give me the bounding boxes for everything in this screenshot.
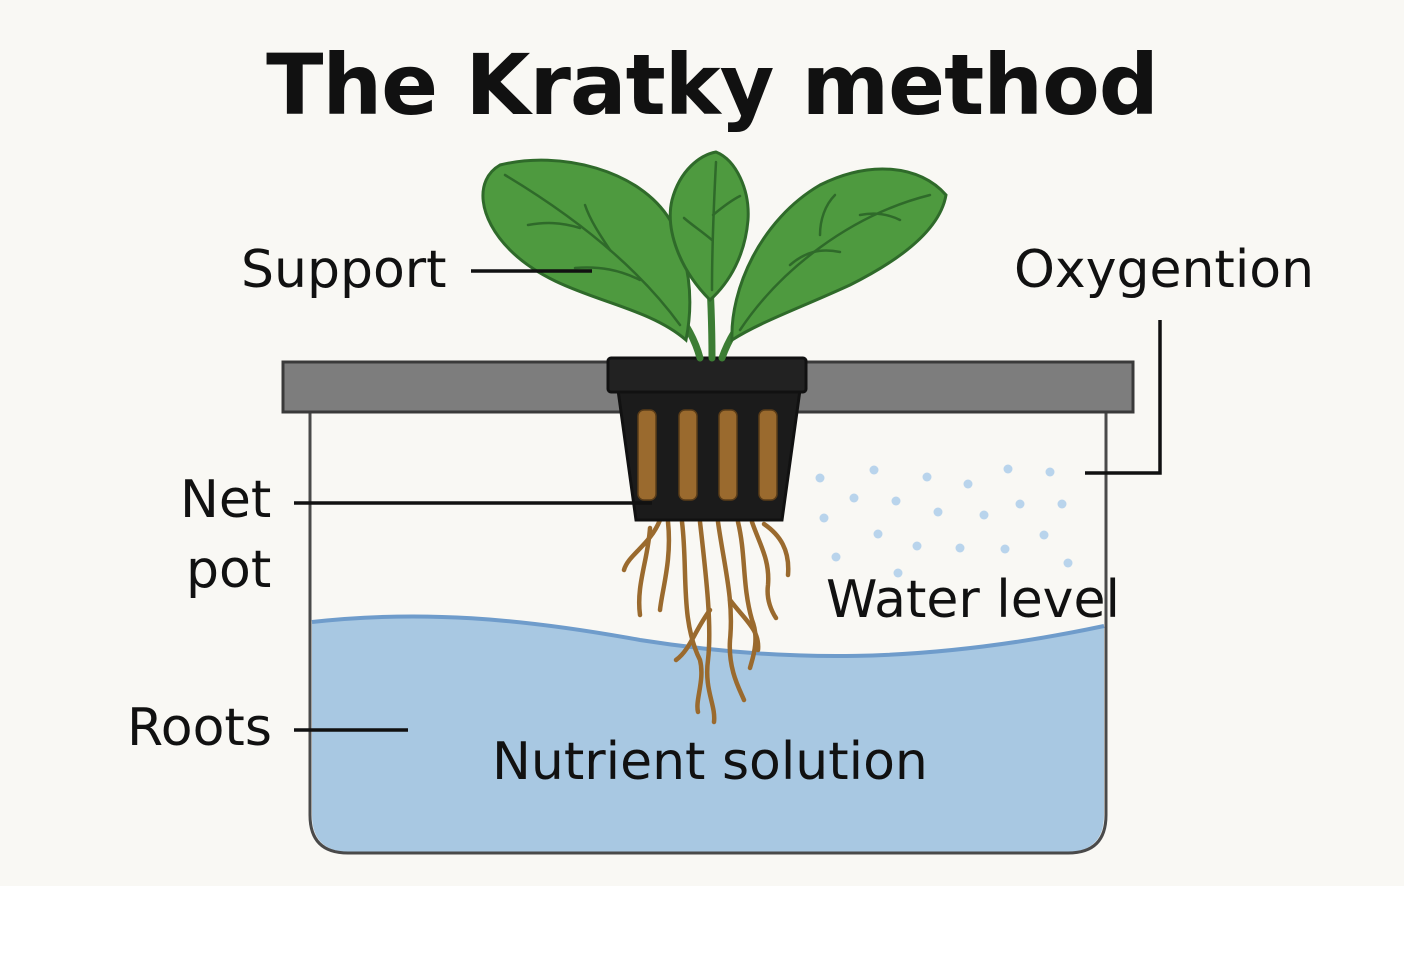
page-title: The Kratky method [266, 36, 1159, 134]
nutrient-solution-label: Nutrient solution [492, 732, 928, 792]
net-pot-label-line1: Net [180, 470, 272, 530]
roots [621, 517, 791, 725]
kratky-diagram [281, 150, 1162, 855]
nutrient-solution-water [312, 616, 1104, 852]
container-outline [308, 412, 1108, 855]
water-level-label: Water level [826, 570, 1120, 630]
diagram-canvas: The Kratky method Support Oxygention Net… [0, 0, 1404, 886]
roots-label: Roots [127, 698, 272, 758]
plant [481, 150, 948, 362]
oxygenation-leader [1085, 320, 1162, 475]
water-level-line [311, 614, 1105, 659]
net-pot [606, 356, 808, 522]
leader-lines [294, 269, 1162, 732]
oxygenation-label: Oxygention [1014, 240, 1315, 300]
net-pot-label-line2: pot [186, 540, 272, 600]
support-label: Support [241, 240, 447, 300]
oxygen-bubbles [815, 464, 1073, 578]
